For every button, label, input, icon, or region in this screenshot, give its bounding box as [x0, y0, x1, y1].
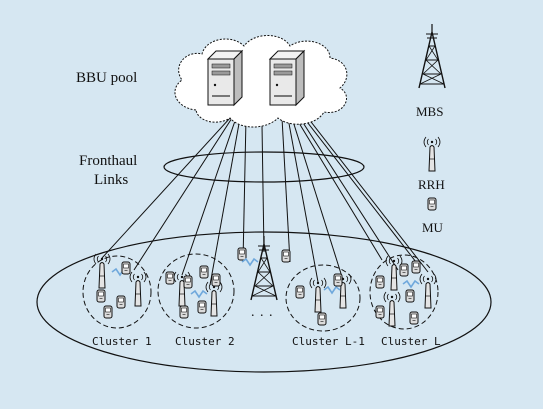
coverage-area	[36, 231, 492, 373]
cluster-2-label: Cluster 2	[175, 335, 235, 348]
fronthaul-ring	[163, 151, 365, 183]
bbu-pool-label: BBU pool	[76, 70, 138, 86]
ellipsis-label: . . .	[251, 305, 274, 320]
cluster-l-1-label: Cluster L-1	[292, 335, 365, 348]
links-label: Links	[94, 172, 129, 188]
server-icon	[207, 50, 243, 106]
fronthaul-label: Fronthaul	[79, 153, 138, 169]
fronthaul-links	[101, 117, 429, 286]
cluster-l-devices	[375, 255, 437, 327]
rrh-label: RRH	[418, 177, 445, 192]
server-icon	[269, 50, 305, 106]
mu-label: MU	[422, 220, 443, 235]
cluster-1-label: Cluster 1	[92, 335, 152, 348]
mbs-legend-tower-icon	[418, 23, 446, 89]
mu-legend-icon	[427, 197, 437, 211]
cluster-2-devices	[165, 265, 223, 319]
rrh-legend-icon	[423, 136, 441, 172]
cluster-l-label: Cluster L	[381, 335, 441, 348]
cloud-icon	[174, 35, 348, 128]
mbs-label: MBS	[416, 104, 444, 119]
mbs-tower-icon	[250, 235, 278, 301]
cluster-l-1-devices	[295, 273, 352, 326]
cluster-boundaries	[82, 253, 439, 332]
